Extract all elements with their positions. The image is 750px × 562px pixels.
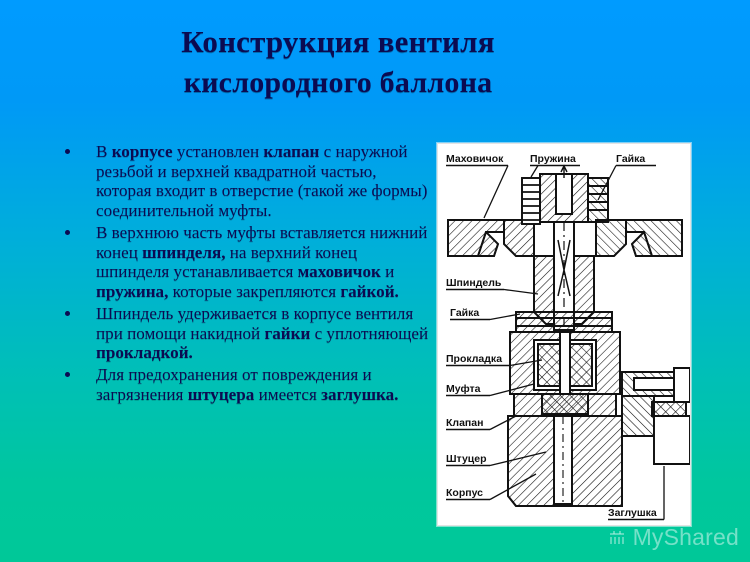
diagram-label-korpus: Корпус (446, 487, 483, 499)
list-item: В верхнюю часть муфты вставляется нижний… (58, 223, 430, 302)
bullet-dot-icon (65, 149, 70, 154)
diagram-label-shtutser: Штуцер (446, 453, 487, 465)
diagram-label-prokladka: Прокладка (446, 353, 502, 365)
diagram-label-gayka-mid: Гайка (450, 307, 479, 319)
list-item: Для предохранения от повреждения и загря… (58, 365, 430, 404)
list-item-text: Для предохранения от повреждения и загря… (96, 365, 399, 404)
list-item: В корпусе установлен клапан с наружной р… (58, 142, 430, 221)
bullet-dot-icon (65, 310, 70, 316)
page-title-line-2: кислородного баллона (183, 65, 493, 99)
diagram-label-shpindel: Шпиндель (446, 277, 502, 289)
watermark: MyShared (607, 524, 739, 551)
bullet-dot-icon (65, 372, 70, 378)
valve-diagram-panel: Маховичок Пружина Гайка Шпиндель Гайка (437, 143, 691, 526)
page-title-line-1: Конструкция вентиля (181, 24, 495, 59)
diagram-label-mufta: Муфта (446, 383, 481, 395)
list-item-text: В верхнюю часть муфты вставляется нижний… (96, 222, 428, 302)
page-title: Конструкция вентиля кислородного баллона (58, 22, 618, 103)
watermark-text: MyShared (632, 524, 739, 550)
diagram-label-klapan: Клапан (446, 417, 483, 429)
diagram-label-pruzhina: Пружина (530, 153, 576, 165)
diagram-label-mahovichok: Маховичок (446, 153, 504, 165)
grid-icon (609, 530, 624, 544)
list-item: Шпиндель удерживается в корпусе вентиля … (58, 304, 430, 363)
diagram-label-zaglushka: Заглушка (608, 507, 657, 519)
bullet-dot-icon (65, 229, 70, 235)
list-item-text: Шпиндель удерживается в корпусе вентиля … (96, 303, 429, 363)
valve-diagram-svg: Маховичок Пружина Гайка Шпиндель Гайка (446, 153, 690, 521)
diagram-label-gayka-top: Гайка (616, 153, 645, 165)
bullet-list: В корпусе установлен клапан с наружной р… (58, 142, 430, 408)
list-item-text: В корпусе установлен клапан с наружной р… (96, 142, 428, 221)
